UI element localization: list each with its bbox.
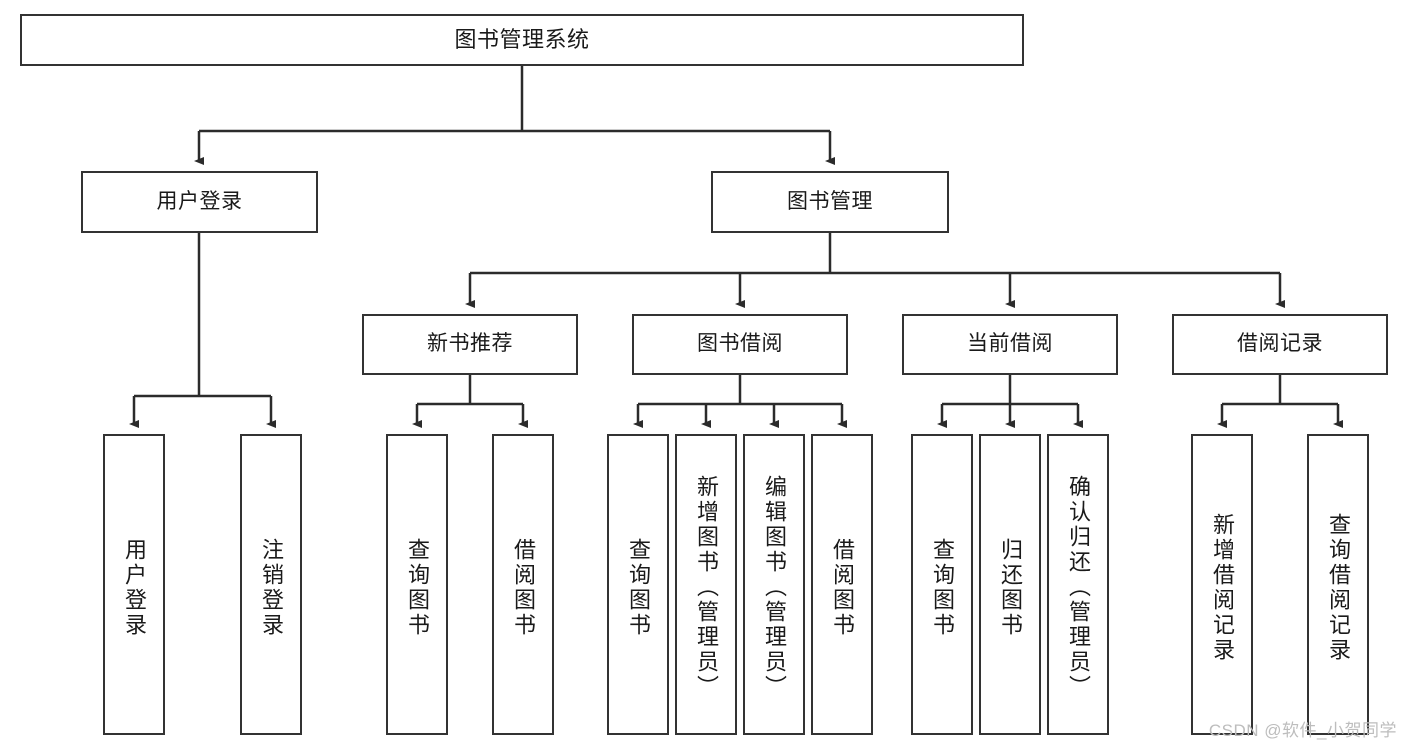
- node-label: 归还图书: [998, 537, 1023, 638]
- leaf-new-book-borrow[interactable]: 借阅图书: [492, 434, 554, 735]
- node-book-borrow[interactable]: 图书借阅: [632, 314, 848, 375]
- node-label: 用户登录: [122, 537, 147, 638]
- node-label: 查询图书: [405, 537, 430, 638]
- node-label: 查询借阅记录: [1326, 512, 1351, 663]
- node-label: 借阅记录: [1237, 332, 1323, 356]
- node-label: 查询图书: [930, 537, 955, 638]
- leaf-current-borrow-confirm-return[interactable]: 确认归还（管理员）: [1047, 434, 1109, 735]
- node-current-borrow[interactable]: 当前借阅: [902, 314, 1118, 375]
- leaf-book-borrow-edit[interactable]: 编辑图书（管理员）: [743, 434, 805, 735]
- node-root-book-management-system[interactable]: 图书管理系统: [20, 14, 1024, 66]
- node-label: 注销登录: [259, 537, 284, 638]
- leaf-user-login-signin[interactable]: 用户登录: [103, 434, 165, 735]
- leaf-book-borrow-borrow[interactable]: 借阅图书: [811, 434, 873, 735]
- node-label: 新书推荐: [427, 332, 513, 356]
- node-label: 当前借阅: [967, 332, 1053, 356]
- node-label: 图书管理系统: [454, 27, 590, 53]
- node-label: 确认归还（管理员）: [1066, 475, 1091, 700]
- node-new-book-recommend[interactable]: 新书推荐: [362, 314, 578, 375]
- node-label: 新增图书（管理员）: [694, 475, 719, 700]
- node-label: 用户登录: [156, 189, 243, 213]
- node-user-login[interactable]: 用户登录: [81, 171, 318, 233]
- node-label: 借阅图书: [830, 537, 855, 638]
- leaf-borrow-record-add[interactable]: 新增借阅记录: [1191, 434, 1253, 735]
- node-label: 编辑图书（管理员）: [762, 475, 787, 700]
- node-borrow-record[interactable]: 借阅记录: [1172, 314, 1388, 375]
- watermark-text: CSDN @软件_小贺同学: [1208, 721, 1397, 740]
- node-label: 查询图书: [626, 537, 651, 638]
- node-book-management[interactable]: 图书管理: [711, 171, 949, 233]
- leaf-book-borrow-add[interactable]: 新增图书（管理员）: [675, 434, 737, 735]
- node-label: 新增借阅记录: [1210, 512, 1235, 663]
- leaf-current-borrow-return[interactable]: 归还图书: [979, 434, 1041, 735]
- node-label: 图书管理: [787, 189, 873, 213]
- leaf-user-login-signout[interactable]: 注销登录: [240, 434, 302, 735]
- node-label: 图书借阅: [697, 332, 783, 356]
- leaf-borrow-record-query[interactable]: 查询借阅记录: [1307, 434, 1369, 735]
- leaf-current-borrow-query[interactable]: 查询图书: [911, 434, 973, 735]
- node-label: 借阅图书: [511, 537, 536, 638]
- leaf-book-borrow-query[interactable]: 查询图书: [607, 434, 669, 735]
- leaf-new-book-query[interactable]: 查询图书: [386, 434, 448, 735]
